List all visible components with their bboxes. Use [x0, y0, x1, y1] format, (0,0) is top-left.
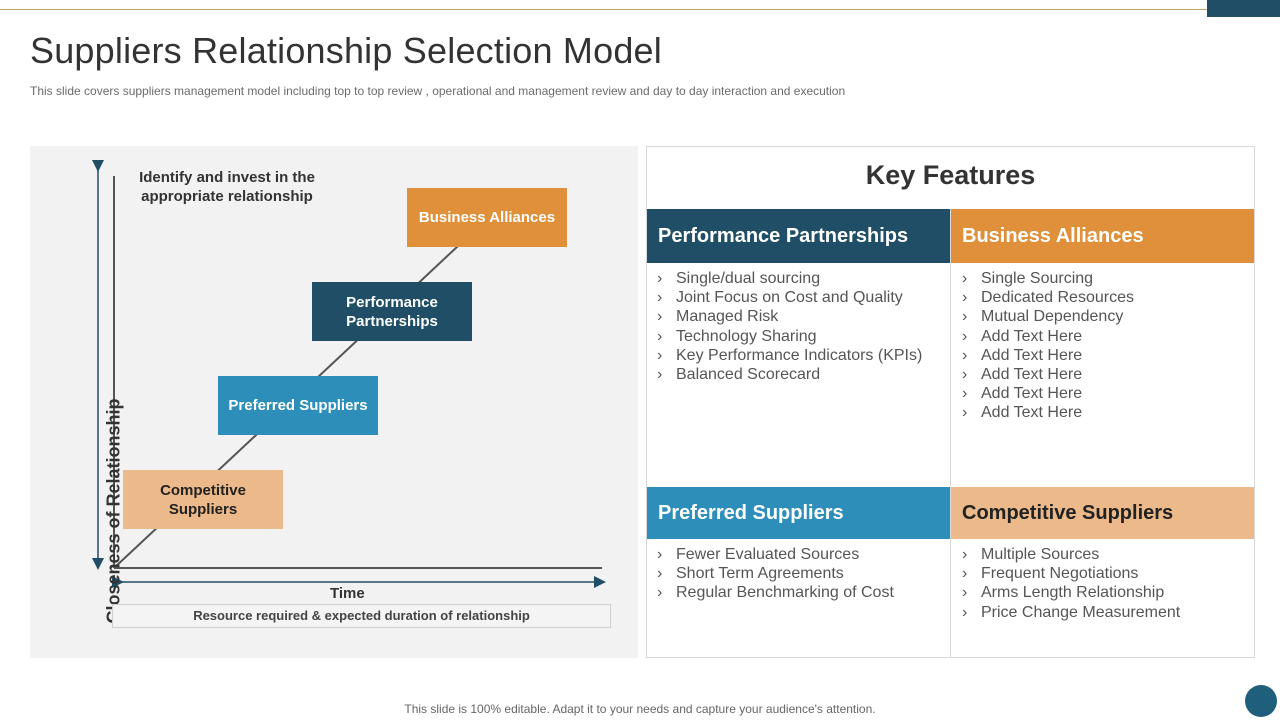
- section-header-business-alliances: Business Alliances: [951, 209, 1254, 263]
- list-item: Multiple Sources: [962, 545, 1180, 564]
- diagram-heading: Identify and invest in the appropriate r…: [139, 169, 315, 205]
- list-item: Add Text Here: [962, 346, 1134, 365]
- feature-list-business-alliances: Single Sourcing Dedicated Resources Mutu…: [962, 269, 1134, 423]
- list-item: Fewer Evaluated Sources: [657, 545, 894, 564]
- list-item: Frequent Negotiations: [962, 564, 1180, 583]
- list-item: Arms Length Relationship: [962, 583, 1180, 602]
- key-features-title: Key Features: [865, 160, 1036, 190]
- list-item: Key Performance Indicators (KPIs): [657, 346, 922, 365]
- step-preferred-suppliers: Preferred Suppliers: [218, 376, 378, 435]
- list-item: Managed Risk: [657, 307, 922, 326]
- relationship-diagram-panel: Closeness of Relationship Identify and i…: [30, 146, 638, 658]
- step-competitive-suppliers: Competitive Suppliers: [123, 470, 283, 529]
- list-item: Dedicated Resources: [962, 288, 1134, 307]
- list-item: Price Change Measurement: [962, 603, 1180, 622]
- slide-subtitle: This slide covers suppliers management m…: [30, 84, 846, 98]
- list-item: Joint Focus on Cost and Quality: [657, 288, 922, 307]
- vertical-divider: [950, 209, 951, 658]
- step-performance-partnerships: Performance Partnerships: [312, 282, 472, 341]
- list-item: Add Text Here: [962, 403, 1134, 422]
- top-accent-rule: [0, 9, 1207, 10]
- list-item: Add Text Here: [962, 327, 1134, 346]
- list-item: Regular Benchmarking of Cost: [657, 583, 894, 602]
- slide-title: Suppliers Relationship Selection Model: [30, 30, 662, 71]
- list-item: Mutual Dependency: [962, 307, 1134, 326]
- section-header-preferred-suppliers: Preferred Suppliers: [647, 487, 950, 539]
- feature-list-competitive-suppliers: Multiple Sources Frequent Negotiations A…: [962, 545, 1180, 622]
- corner-decoration-circle: [1245, 685, 1277, 717]
- list-item: Short Term Agreements: [657, 564, 894, 583]
- x-axis-label: Time: [330, 585, 365, 602]
- list-item: Add Text Here: [962, 365, 1134, 384]
- list-item: Single Sourcing: [962, 269, 1134, 288]
- list-item: Balanced Scorecard: [657, 365, 922, 384]
- feature-list-performance-partnerships: Single/dual sourcing Joint Focus on Cost…: [657, 269, 922, 384]
- list-item: Add Text Here: [962, 384, 1134, 403]
- section-header-competitive-suppliers: Competitive Suppliers: [951, 487, 1254, 539]
- list-item: Technology Sharing: [657, 327, 922, 346]
- horizontal-divider: [647, 487, 1254, 488]
- corner-accent-bar: [1207, 0, 1280, 17]
- x-axis-note: Resource required & expected duration of…: [112, 604, 611, 628]
- list-item: Single/dual sourcing: [657, 269, 922, 288]
- step-business-alliances: Business Alliances: [407, 188, 567, 247]
- key-features-panel: Key Features Performance Partnerships Bu…: [646, 146, 1255, 658]
- feature-list-preferred-suppliers: Fewer Evaluated Sources Short Term Agree…: [657, 545, 894, 603]
- slide-footer: This slide is 100% editable. Adapt it to…: [404, 702, 876, 716]
- section-header-performance-partnerships: Performance Partnerships: [647, 209, 950, 263]
